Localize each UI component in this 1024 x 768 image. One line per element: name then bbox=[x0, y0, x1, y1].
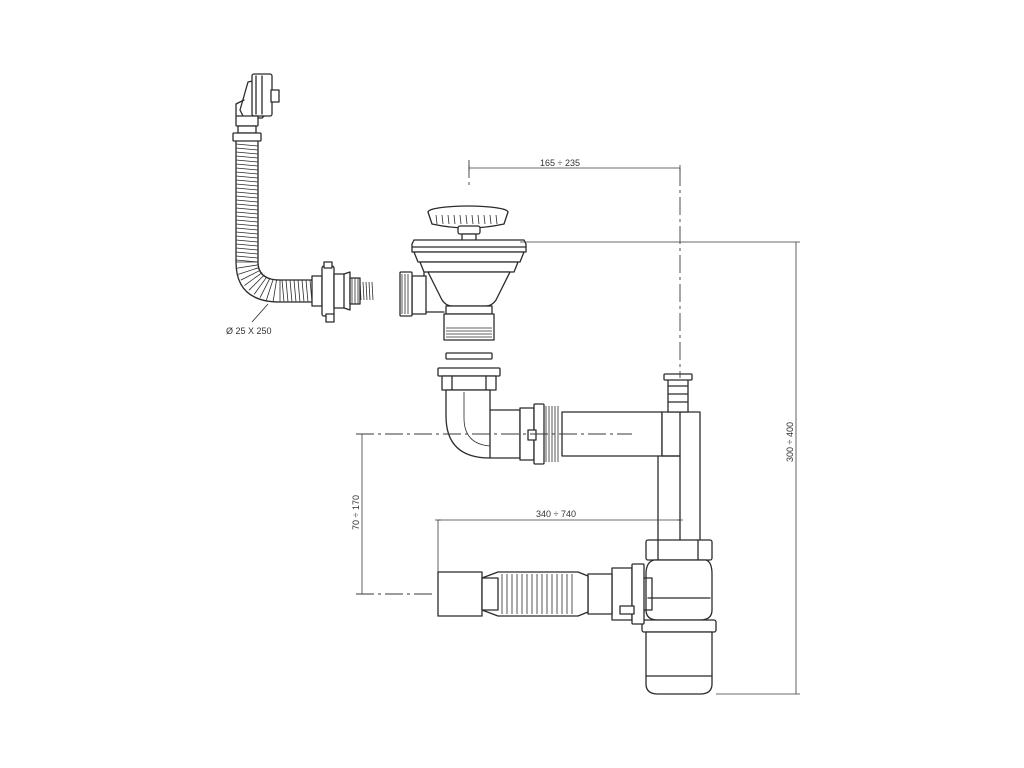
trap-nut bbox=[645, 539, 713, 561]
strainer-body bbox=[399, 239, 527, 341]
bottle-trap-cup bbox=[641, 619, 717, 695]
bottle-trap-body bbox=[645, 559, 713, 621]
dimension-outlet-length bbox=[435, 519, 683, 572]
outlet-connector bbox=[587, 563, 653, 625]
overflow-connector bbox=[311, 261, 374, 323]
overflow-hose-label: Ø 25 X 250 bbox=[226, 326, 272, 336]
branch-pipe bbox=[519, 403, 701, 549]
dimension-top-width bbox=[468, 165, 681, 171]
dimension-top-width-label: 165 ÷ 235 bbox=[540, 158, 580, 168]
sealing-washer bbox=[445, 352, 493, 360]
dimension-total-height bbox=[520, 241, 800, 695]
dimension-total-height-label: 300 ÷ 400 bbox=[785, 422, 795, 462]
dimension-outlet-height bbox=[359, 433, 365, 595]
strainer-basket-plug bbox=[427, 205, 509, 243]
dimension-outlet-length-label: 340 ÷ 740 bbox=[536, 509, 576, 519]
vent-spigot bbox=[663, 373, 693, 413]
overflow-corrugated-hose bbox=[232, 132, 313, 303]
outlet-flexible-hose bbox=[437, 571, 589, 617]
inlet-nut bbox=[437, 367, 501, 391]
dimension-outlet-height-label: 70 ÷ 170 bbox=[351, 495, 361, 530]
elbow-pipe bbox=[445, 389, 521, 459]
overflow-cap bbox=[235, 73, 280, 134]
